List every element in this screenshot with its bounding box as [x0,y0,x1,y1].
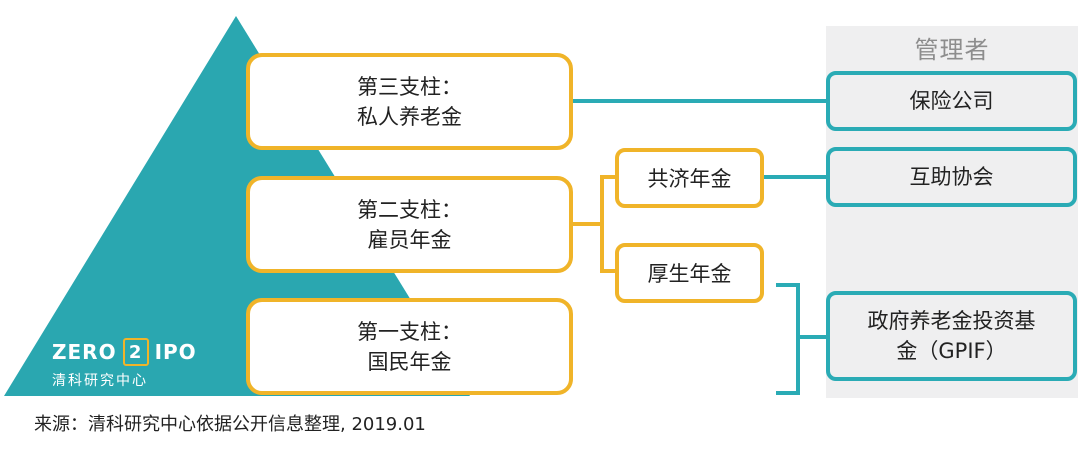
plan-employee-pension: 厚生年金 [615,243,764,303]
pillar-1-title: 第一支柱： [357,319,462,344]
manager-mutual-aid-label: 互助协会 [909,165,994,189]
pillar-2-box: 第二支柱： 雇员年金 [246,176,573,273]
pillar-1-name: 国民年金 [367,349,452,374]
manager-gpif-line1: 政府养老金投资基 [867,309,1036,333]
bracket-gpif [776,283,826,395]
pillar-2-title: 第二支柱： [357,197,462,222]
pillar-3-box: 第三支柱： 私人养老金 [246,53,573,150]
manager-mutual-aid-association: 互助协会 [826,147,1077,207]
logo-text-mid: 2 [122,338,149,366]
pillar-3-name: 私人养老金 [357,104,462,129]
source-note: 来源：清科研究中心依据公开信息整理, 2019.01 [34,414,426,435]
zero2ipo-logo: ZERO 2 IPO 清科研究中心 [52,338,197,390]
logo-subtitle: 清科研究中心 [52,373,148,389]
manager-insurance-label: 保险公司 [909,89,994,113]
pillar-3-title: 第三支柱： [357,74,462,99]
logo-text-right: IPO [154,340,197,364]
bracket-pillar2-plans [572,175,616,273]
manager-header: 管理者 [914,36,990,64]
plan-mutual-aid-pension: 共济年金 [615,148,764,208]
manager-insurance-company: 保险公司 [826,71,1077,131]
manager-gpif-line2: 金（GPIF） [896,339,1007,363]
pillar-2-name: 雇员年金 [367,227,452,252]
pillar-1-box: 第一支柱： 国民年金 [246,298,573,395]
logo-text-left: ZERO [52,340,117,364]
manager-gpif: 政府养老金投资基 金（GPIF） [826,291,1077,381]
